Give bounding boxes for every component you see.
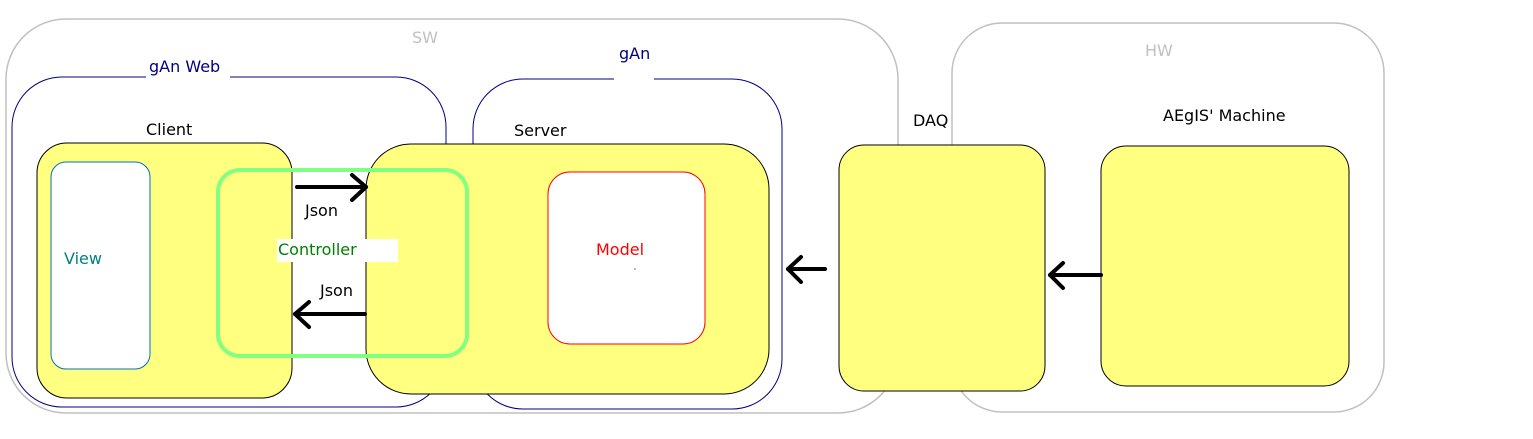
gan-title-bg: [614, 70, 654, 88]
model-dot: [634, 268, 636, 270]
arrow-json-response: [293, 300, 367, 329]
arrow-daq-to-server: [786, 255, 827, 284]
model-box: [547, 171, 706, 345]
view-label: View: [64, 249, 102, 268]
daq-box: [838, 144, 1046, 392]
json-request-label: Json: [305, 201, 338, 220]
arrow-machine-to-daq: [1048, 261, 1103, 290]
model-label: Model: [596, 240, 645, 259]
daq-label: DAQ: [913, 111, 949, 130]
arrow-json-request: [295, 173, 368, 202]
gan-web-title-bg: [146, 66, 230, 84]
gan-web-group-title: gAn Web: [149, 57, 221, 76]
controller-label-bg: [277, 239, 398, 262]
gan-group-title: gAn: [619, 44, 651, 63]
hw-group-title: HW: [1145, 41, 1173, 60]
machine-box: [1100, 145, 1350, 387]
sw-group-title: SW: [412, 28, 438, 47]
controller-box: [216, 168, 469, 358]
machine-label: AEgIS' Machine: [1163, 106, 1286, 125]
controller-label: Controller: [278, 240, 357, 259]
server-label: Server: [514, 121, 567, 140]
json-response-label: Json: [320, 281, 353, 300]
client-label: Client: [146, 120, 193, 139]
view-box: [50, 161, 151, 370]
